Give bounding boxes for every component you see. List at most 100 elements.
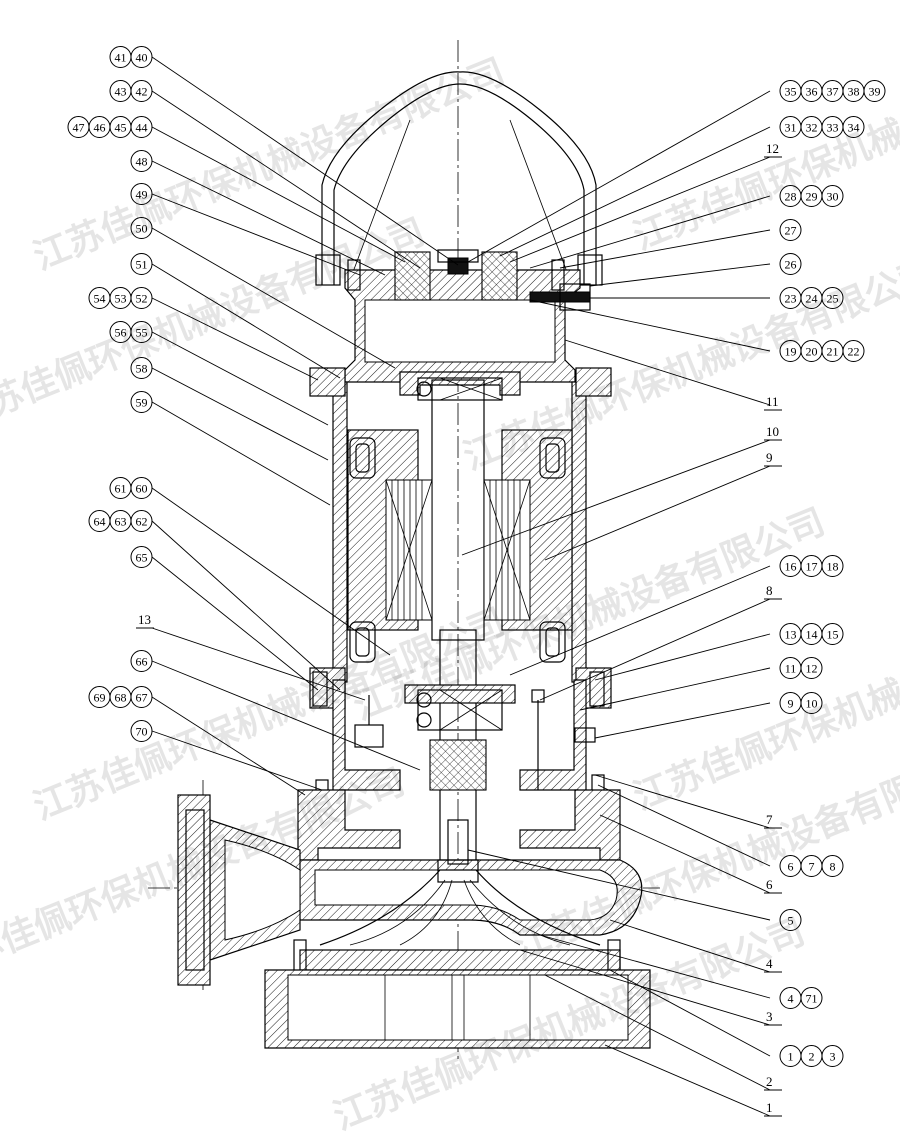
balloon-circle — [842, 340, 865, 362]
balloon-number: 68 — [115, 691, 127, 705]
balloon-number: 54 — [94, 292, 106, 306]
balloon-number: 11 — [785, 662, 797, 676]
balloon-number: 22 — [848, 345, 860, 359]
balloon-circle — [800, 987, 823, 1009]
balloon-circle — [800, 692, 823, 714]
plain-number-label: 3 — [766, 1009, 773, 1024]
balloon-number: 15 — [827, 628, 839, 642]
plain-number-label: 9 — [766, 450, 773, 465]
balloon-number: 66 — [136, 655, 148, 669]
balloon-number: 23 — [785, 292, 797, 306]
balloon-number: 32 — [806, 121, 818, 135]
pump-casing — [177, 789, 643, 991]
balloon-number: 6 — [788, 860, 794, 874]
plain-number-label: 13 — [138, 612, 151, 627]
balloon-circle — [821, 623, 844, 645]
part-label-l14: 65 — [130, 546, 153, 568]
part-label-r26: 1 — [764, 1100, 782, 1117]
balloon-circle — [821, 1045, 844, 1067]
balloon-circle — [130, 477, 153, 499]
balloon-circle — [779, 219, 802, 241]
plain-number-label: 11 — [766, 394, 779, 409]
part-label-r9: 11 — [764, 394, 782, 411]
balloon-number: 53 — [115, 292, 127, 306]
balloon-circle — [130, 217, 153, 239]
balloon-number: 1 — [788, 1050, 794, 1064]
balloon-circle — [130, 391, 153, 413]
part-label-l10: 58 — [130, 357, 153, 379]
balloon-number: 59 — [136, 396, 148, 410]
balloon-number: 14 — [806, 628, 818, 642]
part-label-l7: 51 — [130, 253, 153, 275]
balloon-number: 31 — [785, 121, 797, 135]
lifting-handle — [315, 71, 603, 286]
balloon-number: 8 — [830, 860, 836, 874]
balloon-number: 24 — [806, 292, 818, 306]
balloon-number: 21 — [827, 345, 839, 359]
balloon-number: 56 — [115, 326, 127, 340]
balloon-circle — [130, 116, 153, 138]
balloon-circle — [821, 555, 844, 577]
balloon-circle — [130, 150, 153, 172]
balloon-number: 71 — [806, 992, 818, 1006]
balloon-number: 37 — [827, 85, 839, 99]
balloon-number: 25 — [827, 292, 839, 306]
balloon-circle — [130, 686, 153, 708]
balloon-number: 46 — [94, 121, 106, 135]
part-label-r11: 9 — [764, 450, 782, 467]
balloon-number: 30 — [827, 190, 839, 204]
balloon-circle — [130, 80, 153, 102]
balloon-number: 9 — [788, 697, 794, 711]
balloon-number: 20 — [806, 345, 818, 359]
balloon-number: 45 — [115, 121, 127, 135]
part-label-l9: 56 55 — [109, 321, 153, 343]
balloon-number: 43 — [115, 85, 127, 99]
balloon-number: 12 — [806, 662, 818, 676]
part-label-r6: 26 — [779, 253, 802, 275]
balloon-number: 51 — [136, 258, 148, 272]
plain-number-label: 4 — [766, 956, 773, 971]
plain-number-label: 1 — [766, 1100, 773, 1115]
part-label-r23: 3 — [764, 1009, 782, 1026]
balloon-number: 61 — [115, 482, 127, 496]
balloon-number: 52 — [136, 292, 148, 306]
balloon-number: 69 — [94, 691, 106, 705]
balloon-circle — [130, 321, 153, 343]
balloon-circle — [842, 116, 865, 138]
part-label-r18: 6 7 8 — [779, 855, 844, 877]
part-label-r21: 4 — [764, 956, 782, 973]
part-label-r20: 5 — [779, 909, 802, 931]
balloon-number: 49 — [136, 188, 148, 202]
balloon-number: 35 — [785, 85, 797, 99]
balloon-number: 7 — [809, 860, 815, 874]
balloon-circle — [130, 287, 153, 309]
balloon-number: 44 — [136, 121, 148, 135]
leader-lines — [151, 56, 771, 1117]
balloon-number: 55 — [136, 326, 148, 340]
part-label-l15: 13 — [136, 612, 154, 629]
balloon-number: 65 — [136, 551, 148, 565]
balloon-number: 4 — [788, 992, 794, 1006]
part-label-r7: 23 24 25 — [779, 287, 844, 309]
balloon-number: 13 — [785, 628, 797, 642]
plain-number-label: 2 — [766, 1074, 773, 1089]
balloon-circle — [130, 510, 153, 532]
part-label-r15: 11 12 — [779, 657, 823, 679]
balloon-number: 28 — [785, 190, 797, 204]
part-label-l18: 70 — [130, 720, 153, 742]
balloon-number: 17 — [806, 560, 818, 574]
balloon-circle — [779, 253, 802, 275]
balloon-number: 41 — [115, 51, 127, 65]
balloon-number: 62 — [136, 515, 148, 529]
balloon-number: 27 — [785, 224, 797, 238]
balloon-number: 64 — [94, 515, 106, 529]
oil-chamber — [312, 671, 605, 809]
part-label-r10: 10 — [764, 424, 782, 441]
